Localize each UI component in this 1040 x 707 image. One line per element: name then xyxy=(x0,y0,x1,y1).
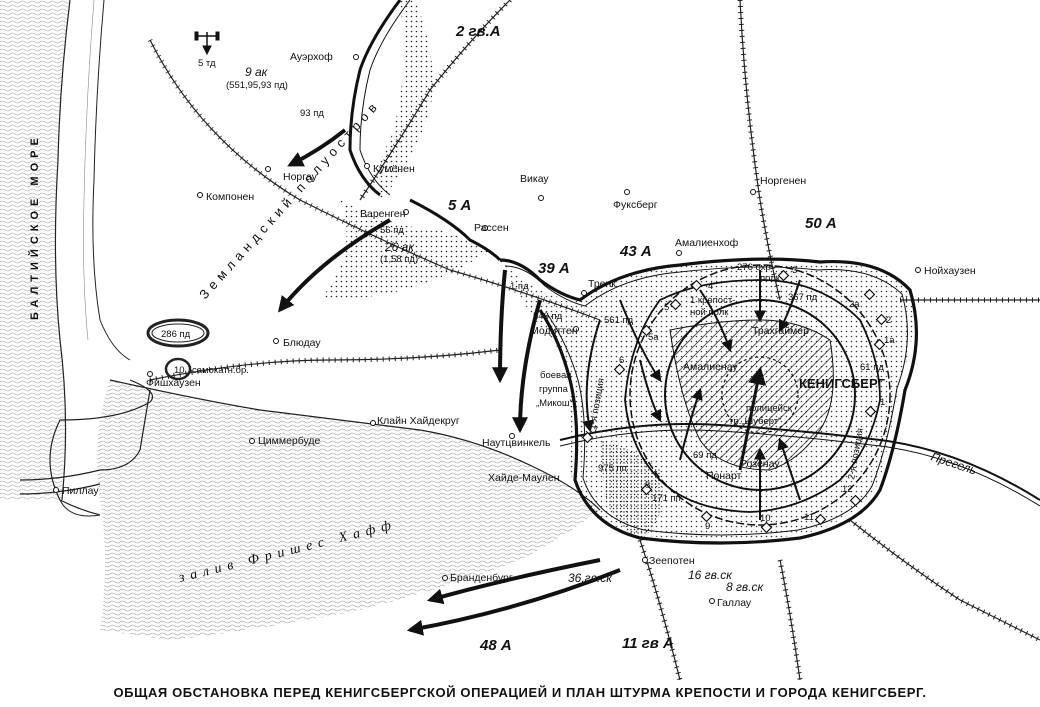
unit-mikosh-line3: „Микош" xyxy=(536,398,573,409)
frisches-haff-lagoon xyxy=(49,379,601,640)
unit-pd548: 548 пд xyxy=(533,311,563,322)
town-auerhof: Ауэрхоф xyxy=(290,51,333,63)
unit-ak26-divs: (1,58 пд) xyxy=(380,254,418,265)
unit-fort-line2: ной полк xyxy=(690,307,729,318)
attack-arrows xyxy=(278,128,801,636)
town-rozenau: Розенау xyxy=(740,458,780,470)
town-brandenburg: Бранденбург xyxy=(450,572,513,584)
unit-pd1: 1 пд xyxy=(510,281,529,292)
fort-2a: 2а xyxy=(849,299,860,310)
town-zeepoten: Зеепотен xyxy=(649,555,695,567)
fort-2: 2 xyxy=(886,315,891,326)
unit-mikosh-line2: группа xyxy=(539,384,569,395)
fort-markers xyxy=(581,269,888,534)
unit-ohr-line2: полк xyxy=(760,273,781,284)
town-rassen: Рассен xyxy=(474,222,509,234)
battle-map: 5 тд БАЛТИЙСКОЕ МОРЕ залив Фришес Хафф П… xyxy=(0,0,1040,680)
unit-pd69: 69 пд xyxy=(693,450,717,461)
german-unit-labels: 9 ак (551,95,93 пд) 93 пд 56 пд 26 ак (1… xyxy=(161,65,884,504)
corps-16gv: 16 гв.ск xyxy=(688,568,733,582)
unit-pd561: 561 пд xyxy=(604,315,634,326)
town-norgau: Норгау xyxy=(283,171,318,183)
fort-1a: 1а xyxy=(884,335,895,346)
unit-ak26: 26 ак xyxy=(384,240,415,254)
unit-police-line2: гр.„Шуберт" xyxy=(730,416,782,427)
town-pillau: Пиллау xyxy=(62,485,99,497)
fort-6: 6 xyxy=(619,355,624,366)
fort-7: 7 xyxy=(593,425,598,436)
unit-pd61: 61 пд xyxy=(860,362,884,373)
army-43: 43 А xyxy=(619,243,652,260)
army-39: 39 А xyxy=(538,260,570,277)
town-cimmerbude: Циммербуде xyxy=(258,435,321,447)
river-label: Прегель xyxy=(929,450,978,478)
army-labels: 2 гв.А 5 А 43 А 39 А 50 А 48 А 11 гв А xyxy=(448,23,837,654)
army-5: 5 А xyxy=(448,197,471,214)
unit-pp171: 171 пп xyxy=(652,493,681,504)
unit-ak9-divs: (551,95,93 пд) xyxy=(226,80,288,91)
unit-mikosh-line1: боевая xyxy=(540,370,571,381)
army-2gv: 2 гв.А xyxy=(455,23,501,40)
town-grahaimer: Трахгаймер xyxy=(752,325,809,337)
town-gallau: Галлау xyxy=(717,597,752,609)
fort-1: 1 xyxy=(880,397,885,408)
town-vikau: Викау xyxy=(520,173,549,185)
town-nautcvinkel: Наутцвинкель xyxy=(482,437,551,449)
town-noihauzen: Нойхаузен xyxy=(924,265,976,277)
fort-12: 12 xyxy=(842,484,853,495)
compass-label: 5 тд xyxy=(198,58,216,69)
town-ponart: Понарт xyxy=(706,470,742,482)
town-klain-haidekrug: Клайн Хайдекруг xyxy=(377,415,460,427)
town-trenk: Тренк xyxy=(588,278,616,290)
fort-5: 5 xyxy=(664,302,669,313)
town-komponen: Компонен xyxy=(206,191,254,203)
unit-pp975: 975 пп xyxy=(598,463,627,474)
unit-pd56: 56 пд xyxy=(380,225,404,236)
corps-36gv: 36.гв.ск xyxy=(568,571,613,585)
town-varengen: Варенген xyxy=(360,208,406,220)
unit-pd93: 93 пд xyxy=(300,108,324,119)
fort-number-labels: 1 1а 2 2а 3 4 5 5а 6 7 8 9 10 11 12 xyxy=(593,265,895,532)
sea-label: БАЛТИЙСКОЕ МОРЕ xyxy=(28,133,41,320)
fort-9: 9 xyxy=(705,521,710,532)
compass-icon xyxy=(194,31,220,56)
town-amalienhof: Амалиенхоф xyxy=(675,237,739,249)
corps-labels: 36.гв.ск 16 гв.ск 8 гв.ск xyxy=(568,568,765,594)
map-caption: ОБЩАЯ ОБСТАНОВКА ПЕРЕД КЕНИГСБЕРГСКОЙ ОП… xyxy=(113,685,927,700)
army-50: 50 А xyxy=(805,215,837,232)
city-koenigsberg: КЕНИГСБЕРГ xyxy=(799,376,886,391)
unit-police-line1: полицейск xyxy=(746,403,793,414)
front-lines xyxy=(348,0,919,545)
fort-11: 11 xyxy=(804,512,814,523)
army-11gv: 11 гв А xyxy=(622,635,674,652)
settlement-dots xyxy=(53,54,921,604)
town-haide-maulen: Хайде-Маулен xyxy=(488,472,560,484)
unit-ohr-line1: 276 охр xyxy=(737,262,771,273)
corps-8gv: 8 гв.ск xyxy=(726,580,765,594)
fort-5a: 5а xyxy=(648,332,659,343)
town-fuksberg: Фуксберг xyxy=(613,199,658,211)
fort-10: 10 xyxy=(760,513,771,524)
unit-pd367: 367 пд xyxy=(788,292,818,303)
unit-ak9: 9 ак xyxy=(245,65,269,79)
town-amalienau: Амалиенау xyxy=(683,361,738,373)
fort-3: 3 xyxy=(792,265,797,276)
army-48: 48 А xyxy=(479,637,512,654)
unit-fort-line1: 1 крепост- xyxy=(690,295,735,306)
town-norgenen: Норгенен xyxy=(760,175,806,187)
fort-8: 8 xyxy=(645,480,650,491)
fort-4: 4 xyxy=(708,281,713,292)
coastline-spit xyxy=(19,318,210,495)
unit-br10-num: 10 xyxy=(174,365,185,376)
baltic-sea xyxy=(0,0,131,501)
town-modittenen: Модиттен xyxy=(530,325,578,337)
town-fishhauzen: Фишхаузен xyxy=(146,377,201,389)
unit-pd286: 286 пд xyxy=(161,329,191,340)
town-blyudau: Блюдау xyxy=(283,337,321,349)
unit-br10-label: самокатн.бр. xyxy=(192,365,249,376)
town-kumenen: Кумёнен xyxy=(373,163,415,175)
settlement-labels: Ауэрхоф Норгау Кумёнен Компонен Викау Фу… xyxy=(62,51,976,609)
